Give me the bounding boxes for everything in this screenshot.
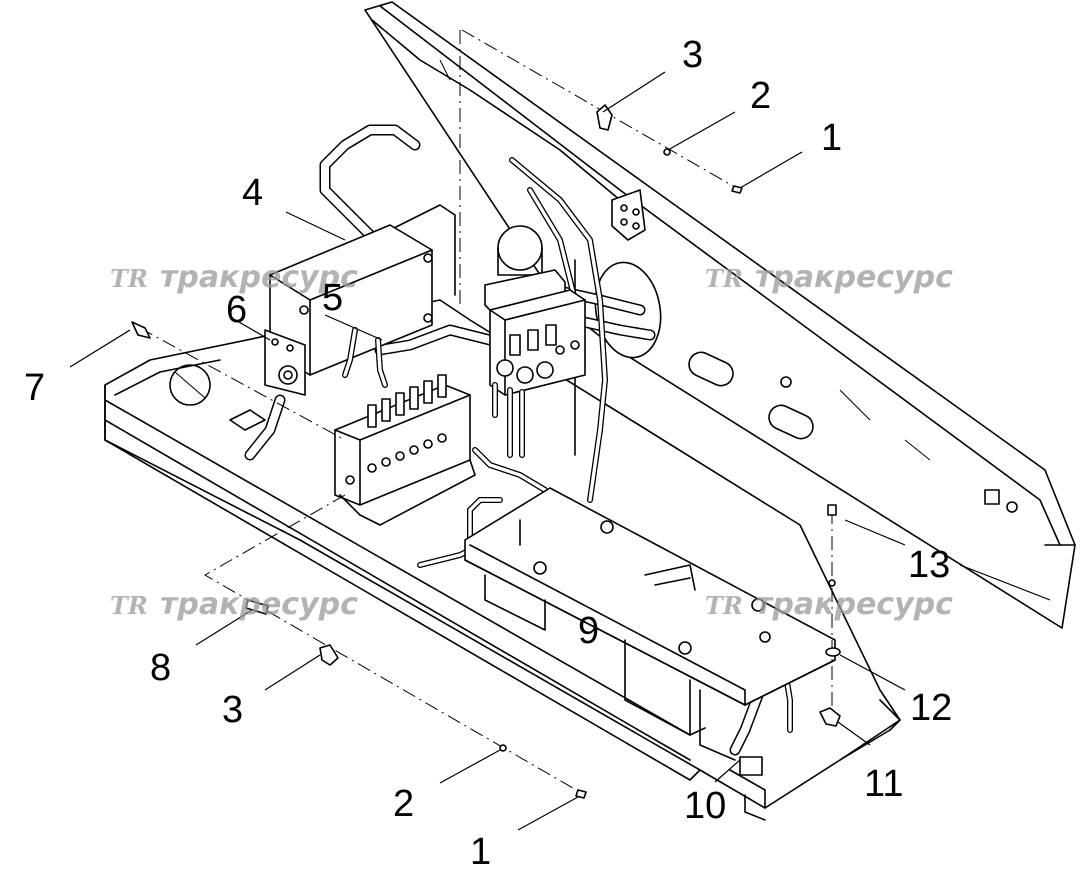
callout-9: 9	[578, 610, 599, 652]
watermark-bottom-left: TR тракресурс	[110, 587, 358, 622]
terminal-block	[334, 374, 476, 526]
cover-housing	[464, 487, 836, 761]
callout-1-bottom: 1	[470, 831, 491, 873]
callout-2-bottom: 2	[393, 783, 414, 825]
watermark-logo: TR	[110, 264, 148, 293]
callout-10: 10	[684, 785, 726, 827]
callout-11: 11	[864, 763, 903, 805]
watermark-text: тракресурс	[755, 260, 953, 295]
leader-lines	[69, 71, 1051, 831]
watermark-top-right: TR тракресурс	[705, 260, 953, 295]
terminal-pins	[345, 374, 447, 485]
watermark-text: тракресурс	[755, 587, 953, 622]
callout-12: 12	[910, 687, 952, 729]
assembly-lines	[139, 29, 833, 796]
callout-3-bottom: 3	[222, 689, 243, 731]
callout-4: 4	[242, 172, 263, 214]
callout-5: 5	[322, 277, 343, 319]
watermark-bottom-right: TR тракресурс	[705, 587, 953, 622]
watermark-text: тракресурс	[160, 587, 358, 622]
callout-labels: 3 2 1 4 5 6 7 13 9 8 12 3 11 2 10 1	[24, 34, 952, 873]
valve-assembly	[484, 225, 586, 458]
watermark-logo: TR	[110, 591, 148, 620]
fasteners	[131, 104, 841, 799]
frame-rail	[364, 1, 1076, 629]
watermark-logo: TR	[705, 591, 743, 620]
callout-13: 13	[908, 544, 950, 586]
watermark-logo: TR	[705, 264, 743, 293]
callout-1-top: 1	[821, 117, 842, 159]
watermark-top-left: TR тракресурс	[110, 260, 358, 295]
callout-2-top: 2	[750, 75, 771, 117]
callout-8: 8	[150, 647, 171, 689]
watermark: TR тракресурс TR тракресурс TR тракресур…	[110, 260, 953, 622]
callout-7: 7	[24, 367, 45, 409]
callout-6: 6	[226, 289, 247, 331]
watermark-text: тракресурс	[160, 260, 358, 295]
junction-box	[264, 224, 433, 396]
callout-3-top: 3	[682, 34, 703, 76]
